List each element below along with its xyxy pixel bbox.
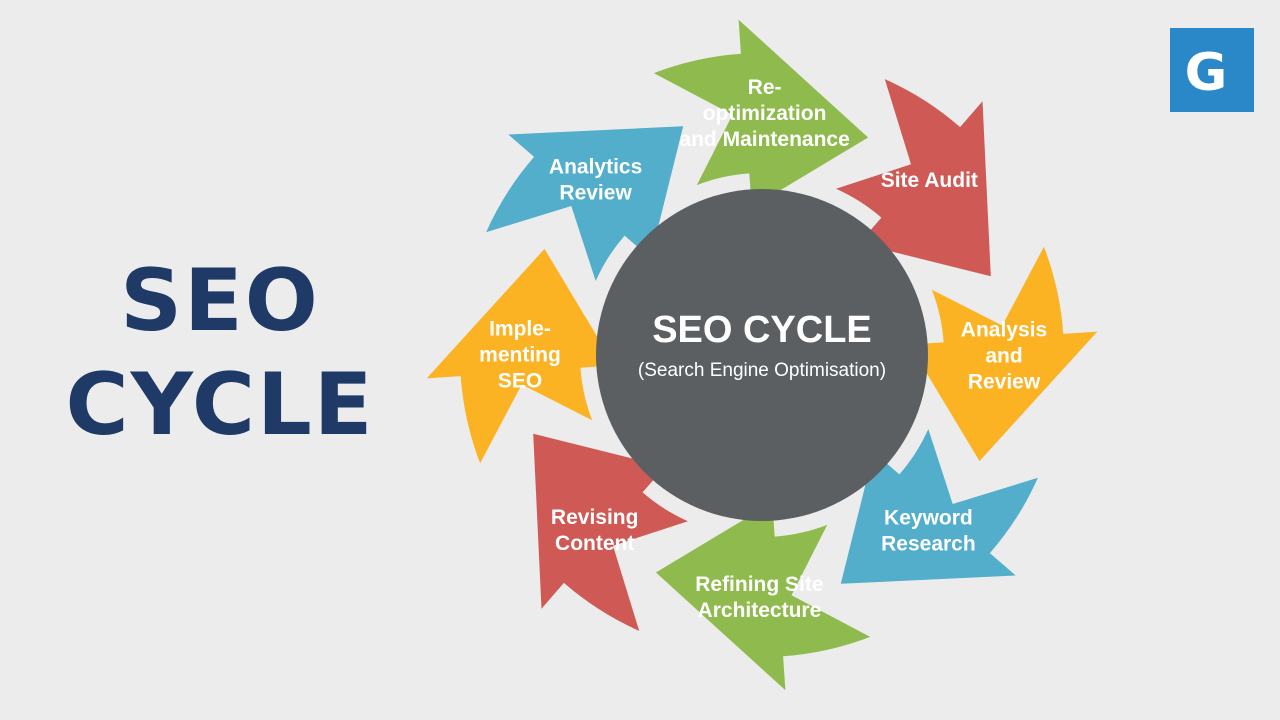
cycle-arrow-2: [909, 246, 1098, 462]
cycle-label-3-line-2: Research: [881, 533, 976, 556]
cycle-label-8-line-3: and Maintenance: [679, 128, 849, 151]
cycle-arrow-5: [533, 433, 688, 631]
cycle-label-8-line-1: Re-: [748, 76, 782, 99]
cycle-label-2-line-3: Review: [968, 371, 1041, 394]
cycle-label-1-line-1: Site Audit: [881, 169, 978, 192]
cycle-label-2-line-2: and: [985, 345, 1022, 368]
cycle-label-1: Site Audit: [881, 169, 978, 192]
cycle-label-7-line-1: Analytics: [549, 155, 642, 178]
svg-text:G: G: [1185, 43, 1228, 103]
cycle-label-8: Re-optimization and Maintenance: [679, 76, 849, 151]
logo-mark-icon: G i: [1185, 43, 1237, 103]
cycle-label-6-line-1: Imple-: [489, 317, 551, 340]
cycle-segments: [426, 19, 1098, 691]
page-title-line-1: SEO: [120, 251, 320, 351]
cycle-label-6-line-2: menting: [479, 343, 561, 366]
svg-text:i: i: [1227, 69, 1237, 99]
cycle-arrow-1: [836, 79, 991, 277]
cycle-label-6-line-3: SEO: [498, 369, 542, 392]
cycle-label-5-line-2: Content: [555, 532, 634, 555]
hub-circle: [596, 189, 928, 521]
cycle-arrow-7: [486, 126, 684, 281]
gi-logo: G i: [1170, 28, 1254, 112]
cycle-label-8-line-2: optimization: [703, 102, 827, 125]
cycle-label-4-line-2: Architecture: [698, 599, 822, 622]
cycle-label-5-line-1: Revising: [551, 506, 639, 529]
cycle-label-2-line-1: Analysis: [961, 319, 1047, 342]
cycle-label-7-line-2: Review: [559, 181, 632, 204]
cycle-arrow-4: [655, 502, 871, 691]
hub-subtitle: (Search Engine Optimisation): [638, 360, 886, 381]
cycle-arrow-6: [426, 248, 615, 464]
page-title-line-2: CYCLE: [65, 355, 375, 455]
cycle-arrow-3: [840, 429, 1038, 584]
cycle-arrow-8: [653, 19, 869, 208]
hub-title: SEO CYCLE: [652, 309, 872, 351]
cycle-label-4-line-1: Refining Site: [695, 573, 823, 596]
cycle-label-3-line-1: Keyword: [884, 507, 973, 530]
